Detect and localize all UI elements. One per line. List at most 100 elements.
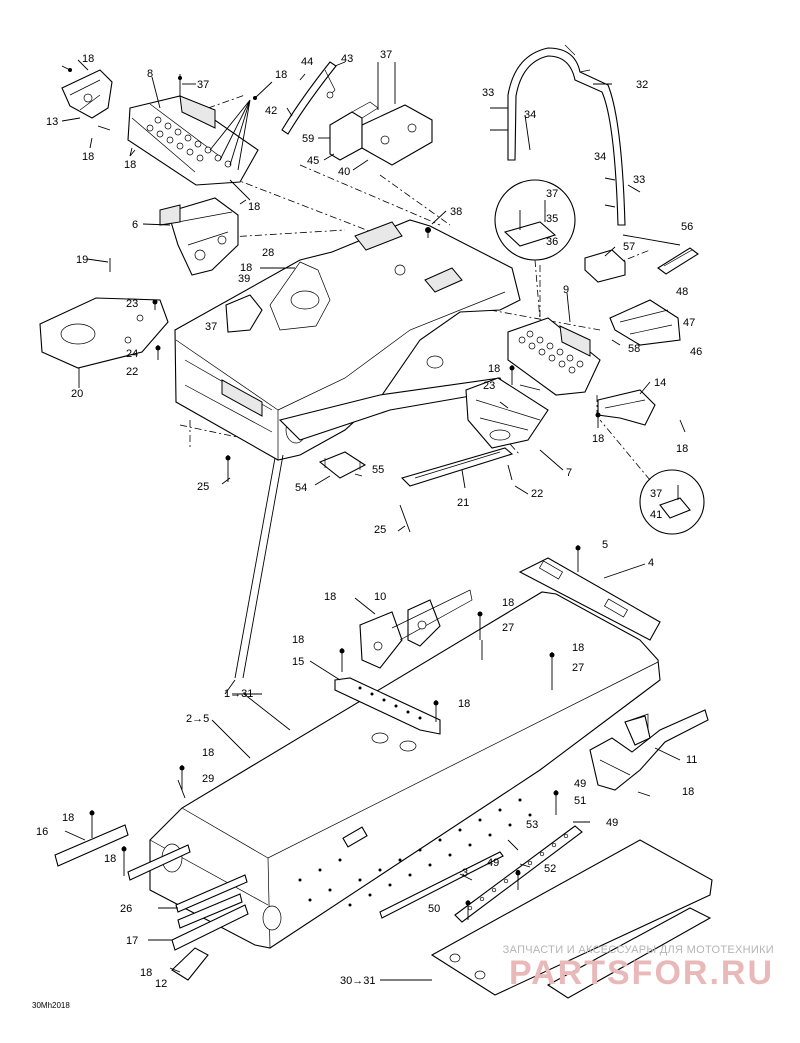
label-51: 51 xyxy=(574,795,586,807)
label-37: 37 xyxy=(650,488,662,500)
label-7: 7 xyxy=(566,467,572,479)
label-18: 18 xyxy=(458,698,470,710)
label-54: 54 xyxy=(295,482,307,494)
label-50: 50 xyxy=(428,903,440,915)
label-28: 28 xyxy=(262,247,274,259)
label-47: 47 xyxy=(683,317,695,329)
label-41: 41 xyxy=(650,509,662,521)
part-40-bracket xyxy=(361,62,433,166)
label-30-31: 30→31 xyxy=(340,975,375,987)
part-15-bar xyxy=(334,677,441,735)
label-11: 11 xyxy=(686,754,697,766)
label-37: 37 xyxy=(205,321,217,333)
label-14: 14 xyxy=(654,377,666,389)
label-6: 6 xyxy=(132,219,138,231)
detail-circle-upper xyxy=(494,179,576,321)
label-18: 18 xyxy=(82,53,94,65)
label-23: 23 xyxy=(126,298,138,310)
label-9: 9 xyxy=(563,284,569,296)
label-56: 56 xyxy=(681,221,693,233)
label-46: 46 xyxy=(690,346,702,358)
label-48: 48 xyxy=(676,286,688,298)
label-32: 32 xyxy=(636,79,648,91)
label-25: 25 xyxy=(374,524,386,536)
label-57: 57 xyxy=(623,241,635,253)
label-18: 18 xyxy=(676,443,688,455)
part-30-plate xyxy=(430,839,713,999)
part-7-footrest xyxy=(465,377,549,449)
label-8: 8 xyxy=(147,68,153,80)
label-37: 37 xyxy=(380,49,392,61)
main-frame xyxy=(174,219,521,461)
label-19: 19 xyxy=(76,254,88,266)
label-20: 20 xyxy=(71,388,83,400)
label-5: 5 xyxy=(602,539,608,551)
label-38: 38 xyxy=(450,206,462,218)
callout-labels: 18 37 8 13 18 18 18 44 43 42 18 59 45 37… xyxy=(36,49,702,990)
part-26-rails xyxy=(127,844,248,929)
label-22: 22 xyxy=(531,488,543,500)
part-54-bracket xyxy=(318,451,367,479)
label-44: 44 xyxy=(301,56,313,68)
part-12-bracket xyxy=(171,947,209,981)
label-18: 18 xyxy=(62,812,74,824)
watermark: ЗАПЧАСТИ И АКСЕССУАРЫ ДЛЯ МОТОТЕХНИКИ PA… xyxy=(503,944,774,990)
label-43: 43 xyxy=(341,53,353,65)
part-6-mount xyxy=(159,197,239,276)
label-27: 27 xyxy=(572,662,584,674)
tunnel-assembly xyxy=(149,591,661,949)
label-25: 25 xyxy=(197,481,209,493)
part-11-bracket xyxy=(589,709,709,791)
label-33: 33 xyxy=(633,174,645,186)
label-16: 16 xyxy=(36,826,48,838)
part-20-plate xyxy=(39,297,169,369)
part-13-bracket xyxy=(61,69,113,119)
label-18: 18 xyxy=(202,747,214,759)
label-18: 18 xyxy=(502,597,514,609)
label-26: 26 xyxy=(120,903,132,915)
label-49: 49 xyxy=(574,778,586,790)
fasteners-upper xyxy=(109,227,686,533)
label-49: 49 xyxy=(606,817,618,829)
label-58: 58 xyxy=(628,343,640,355)
label-3: 3 xyxy=(462,867,468,879)
label-18: 18 xyxy=(292,634,304,646)
label-36: 36 xyxy=(546,236,558,248)
label-2-5: 2→5 xyxy=(186,713,209,725)
label-39: 39 xyxy=(238,273,250,285)
label-18: 18 xyxy=(104,853,116,865)
label-15: 15 xyxy=(292,656,304,668)
label-29: 29 xyxy=(202,773,214,785)
label-18: 18 xyxy=(488,363,500,375)
label-37: 37 xyxy=(197,79,209,91)
part-57-bracket xyxy=(584,249,626,283)
label-22: 22 xyxy=(126,366,138,378)
label-59: 59 xyxy=(302,133,314,145)
label-12: 12 xyxy=(155,978,167,990)
figure-code: 30Mh2018 xyxy=(32,1001,70,1010)
label-33: 33 xyxy=(482,87,494,99)
label-18: 18 xyxy=(248,201,260,213)
part-39-bracket xyxy=(225,294,263,333)
watermark-tagline: ЗАПЧАСТИ И АКСЕССУАРЫ ДЛЯ МОТОТЕХНИКИ xyxy=(502,944,774,956)
part-9-plate xyxy=(507,317,601,396)
detail-circle-lower xyxy=(599,419,705,535)
label-23: 23 xyxy=(483,380,495,392)
fasteners-top-left xyxy=(61,65,273,201)
label-35: 35 xyxy=(546,213,558,225)
part-16-rail xyxy=(54,824,129,867)
label-27: 27 xyxy=(502,622,514,634)
label-18: 18 xyxy=(82,151,94,163)
label-37: 37 xyxy=(546,188,558,200)
part-17-rail xyxy=(171,904,249,951)
part-3-rod xyxy=(379,851,504,919)
label-49: 49 xyxy=(487,857,499,869)
label-18: 18 xyxy=(240,262,252,274)
part-21-rail xyxy=(400,447,514,487)
part-32-handle xyxy=(490,44,641,226)
label-18: 18 xyxy=(275,69,287,81)
label-18: 18 xyxy=(124,159,136,171)
label-18: 18 xyxy=(140,967,152,979)
